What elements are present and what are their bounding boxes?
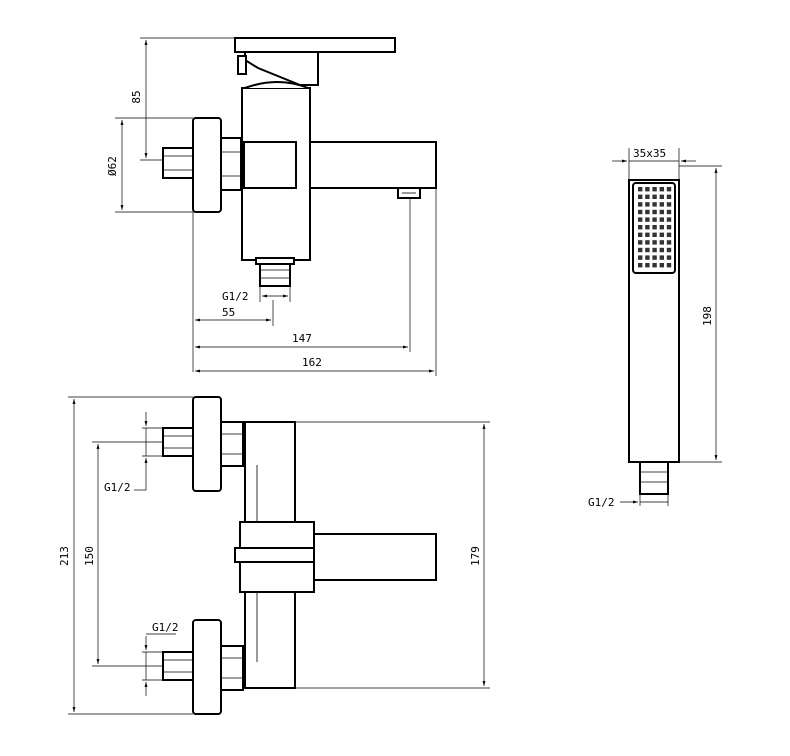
dim-side-162: 162 (302, 356, 322, 369)
shower-nozzle (666, 232, 672, 237)
shower-nozzle (666, 263, 672, 268)
side-connector (162, 147, 194, 179)
front-spout (313, 533, 437, 581)
shower-nozzle (638, 202, 643, 207)
shower-nozzle (638, 217, 643, 222)
shower-nozzle (652, 247, 657, 253)
shower-nozzle (638, 263, 643, 268)
shower-nozzle (652, 240, 657, 245)
shower-nozzle (645, 255, 650, 260)
front-bottom-nut (220, 645, 244, 691)
shower-nozzle (645, 217, 650, 222)
shower-nozzle (652, 187, 657, 192)
dim-head-width: 35x35 (633, 147, 666, 160)
side-bottom-nut (255, 257, 295, 265)
dim-head-length: 198 (701, 306, 714, 326)
shower-nozzle (666, 255, 672, 260)
shower-nozzle (659, 187, 664, 192)
dim-side-85: 85 (130, 90, 143, 103)
front-top-flange (192, 396, 222, 492)
shower-nozzle (652, 209, 657, 215)
shower-nozzle (666, 225, 672, 230)
shower-nozzle (638, 240, 643, 245)
shower-nozzle (666, 247, 672, 253)
front-bottom-flange (192, 619, 222, 715)
shower-nozzle (652, 194, 657, 199)
dim-front-thread-bottom: G1/2 (152, 621, 179, 634)
shower-nozzle (652, 255, 657, 260)
front-top-nut (220, 421, 244, 467)
shower-nozzle (659, 247, 664, 253)
shower-nozzle (652, 225, 657, 230)
shower-nozzle (638, 194, 643, 199)
shower-nozzle (652, 232, 657, 237)
shower-nozzle (645, 225, 650, 230)
front-bottom-connector (162, 651, 194, 681)
shower-connector (639, 461, 669, 495)
side-view: 85 Ø62 G1/2 55 147 162 (106, 37, 437, 376)
shower-nozzle (638, 247, 643, 253)
shower-nozzle (666, 194, 672, 199)
dim-head-thread: G1/2 (588, 496, 615, 509)
shower-nozzle (652, 202, 657, 207)
shower-nozzle (645, 202, 650, 207)
dim-side-thread: G1/2 (222, 290, 249, 303)
side-lever-pin (237, 55, 247, 75)
hand-shower: 35x35 198 G1/2 (588, 147, 722, 509)
front-view: 213 150 179 G1/2 G1/2 (58, 396, 490, 715)
shower-nozzle (666, 209, 672, 215)
side-lever-handle (234, 37, 396, 53)
shower-nozzle (645, 247, 650, 253)
shower-nozzle (645, 232, 650, 237)
shower-nozzle (638, 225, 643, 230)
shower-nozzle (645, 187, 650, 192)
shower-nozzle (638, 232, 643, 237)
shower-nozzle (645, 209, 650, 215)
dim-front-213: 213 (58, 546, 71, 566)
shower-nozzle (638, 255, 643, 260)
shower-nozzle (659, 263, 664, 268)
shower-nozzle (666, 217, 672, 222)
dim-side-diameter: Ø62 (106, 156, 119, 176)
dim-front-179: 179 (469, 546, 482, 566)
shower-nozzle (666, 187, 672, 192)
side-bottom-connector (259, 261, 291, 287)
dim-front-150: 150 (83, 546, 96, 566)
shower-nozzle (645, 240, 650, 245)
dim-side-147: 147 (292, 332, 312, 345)
shower-nozzles (638, 187, 672, 268)
shower-nozzle (659, 217, 664, 222)
shower-nozzle (659, 202, 664, 207)
dim-side-55: 55 (222, 306, 235, 319)
shower-nozzle (652, 263, 657, 268)
shower-nozzle (645, 194, 650, 199)
dim-front-thread-top: G1/2 (104, 481, 131, 494)
shower-nozzle (659, 232, 664, 237)
shower-nozzle (659, 209, 664, 215)
shower-nozzle (645, 263, 650, 268)
shower-nozzle (666, 240, 672, 245)
shower-nozzle (638, 209, 643, 215)
side-body-cap (244, 81, 309, 89)
side-spout-insert (243, 141, 297, 189)
side-spout (309, 141, 437, 189)
side-nut (220, 137, 242, 191)
shower-nozzle (652, 217, 657, 222)
shower-nozzle (638, 187, 643, 192)
shower-nozzle (666, 202, 672, 207)
front-top-connector (162, 427, 194, 457)
shower-nozzle (659, 240, 664, 245)
shower-nozzle (659, 194, 664, 199)
shower-nozzle (659, 255, 664, 260)
side-lever-arm (244, 51, 319, 86)
side-wall-flange (192, 117, 222, 213)
shower-nozzle (659, 225, 664, 230)
